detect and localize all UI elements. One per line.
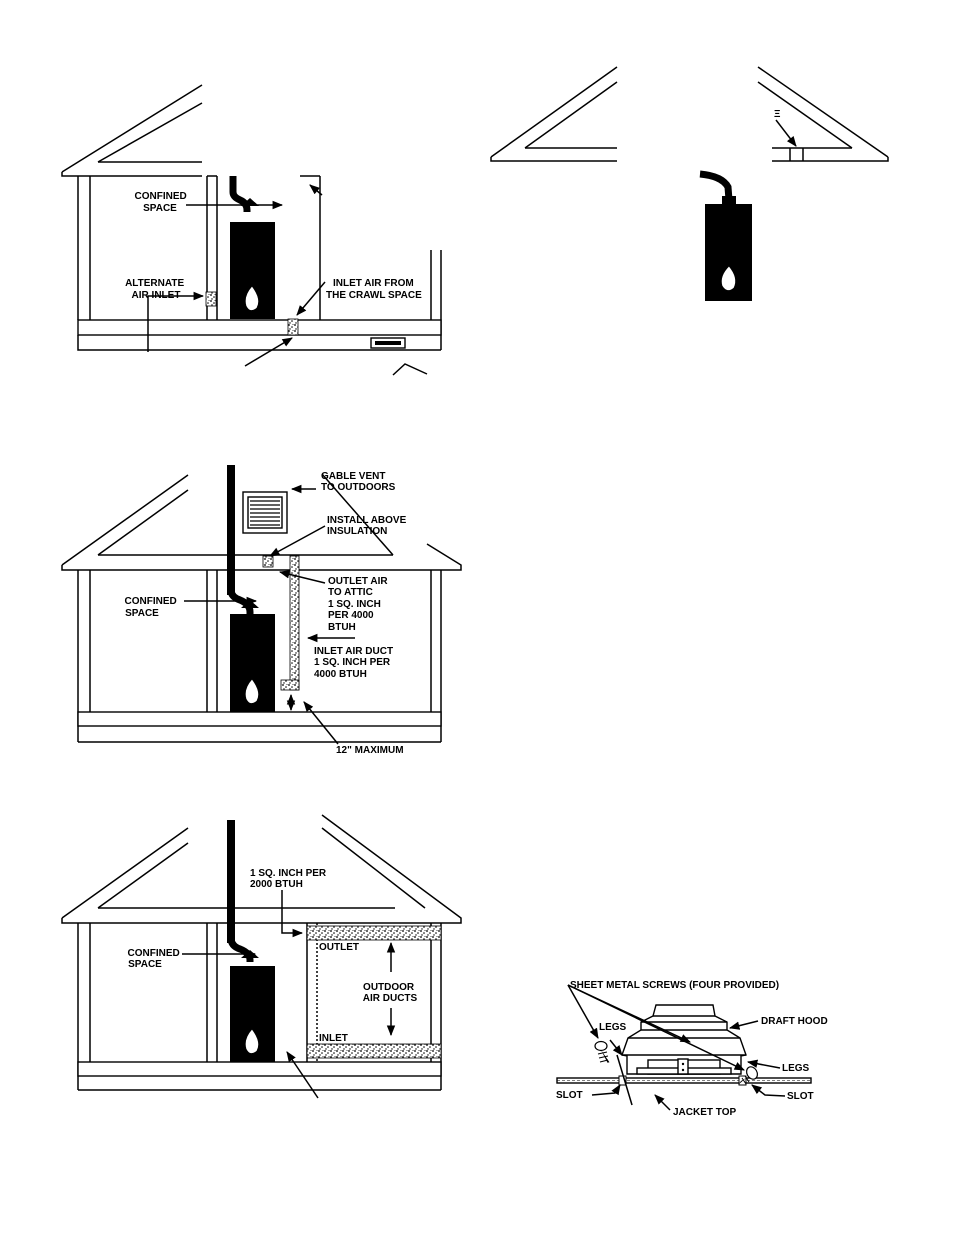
figure-crawl-space: CONFINED SPACE ALTERNATE AIR INLET INLET…: [61, 84, 442, 376]
attic-outlet-vent: [262, 555, 274, 568]
vent-pipe: [227, 820, 235, 943]
water-heater: [227, 937, 275, 1062]
alternate-inlet-vent: [205, 291, 217, 307]
figure-attic: Ξ: [490, 66, 889, 301]
arrows: [147, 184, 428, 376]
arrow-attic-vent: [775, 119, 797, 147]
jacket-top: [556, 1075, 812, 1086]
screw-left: [594, 1040, 610, 1063]
arrows: [184, 484, 355, 745]
arrows: [182, 890, 396, 1099]
label-confined-space: CONFINED SPACE: [124, 596, 179, 619]
label-per-2000: 1 SQ. INCH PER 2000 BTUH: [250, 868, 329, 890]
gable-vent: [242, 491, 288, 534]
label-draft-hood: DRAFT HOOD: [761, 1016, 828, 1027]
label-maximum: 12" MAXIMUM: [336, 745, 404, 756]
label-slot-right: SLOT: [787, 1091, 814, 1102]
label-inlet: INLET: [319, 1033, 348, 1044]
house-walls: [77, 175, 442, 350]
label-jacket-top: JACKET TOP: [673, 1107, 736, 1118]
label-screws: SHEET METAL SCREWS (FOUR PROVIDED): [570, 980, 779, 991]
screw-right: [738, 1066, 759, 1085]
vent-pipe: [227, 465, 235, 595]
arrows: [567, 984, 786, 1111]
roof-right: [757, 66, 889, 162]
label-confined-space: CONFINED SPACE: [127, 948, 182, 970]
roof: [61, 473, 462, 571]
figure-draft-hood: SHEET METAL SCREWS (FOUR PROVIDED) DRAFT…: [556, 980, 828, 1118]
inlet-air-duct: [306, 1043, 442, 1059]
label-outlet: OUTLET: [319, 942, 359, 953]
label-alternate-inlet: ALTERNATE AIR INLET: [125, 278, 187, 301]
inlet-duct-elbow: [280, 679, 300, 691]
water-heater: [227, 589, 275, 712]
label-legs-right: LEGS: [782, 1063, 810, 1074]
label-install-above: INSTALL ABOVE INSULATION: [327, 515, 409, 537]
crawl-inlet-vent: [287, 318, 299, 336]
label-outlet-air: OUTLET AIR TO ATTIC 1 SQ. INCH PER 4000 …: [328, 576, 390, 633]
figure-attic-duct: GABLE VENT TO OUTDOORS INSTALL ABOVE INS…: [61, 465, 462, 756]
floor-and-foundation: [77, 319, 442, 351]
water-heater: [229, 176, 275, 319]
roof: [61, 84, 203, 177]
label-small-mark: Ξ: [774, 109, 781, 120]
roof-left: [490, 66, 618, 162]
label-crawl-inlet: INLET AIR FROM THE CRAWL SPACE: [326, 278, 422, 301]
label-confined-space: CONFINED SPACE: [134, 191, 189, 214]
label-gable-vent: GABLE VENT TO OUTDOORS: [321, 471, 396, 493]
house-walls: [77, 570, 442, 743]
house-walls: [77, 923, 442, 1091]
roof: [61, 814, 462, 924]
outlet-air-duct: [306, 925, 442, 941]
label-inlet-duct: INLET AIR DUCT 1 SQ. INCH PER 4000 BTUH: [314, 646, 396, 680]
water-heater: [699, 170, 752, 301]
label-outdoor-ducts: OUTDOOR AIR DUCTS: [363, 982, 418, 1004]
label-slot-left: SLOT: [556, 1090, 583, 1101]
label-legs-left: LEGS: [599, 1022, 627, 1033]
figure-outdoor-ducts: 1 SQ. INCH PER 2000 BTUH CONFINED SPACE …: [61, 814, 462, 1099]
